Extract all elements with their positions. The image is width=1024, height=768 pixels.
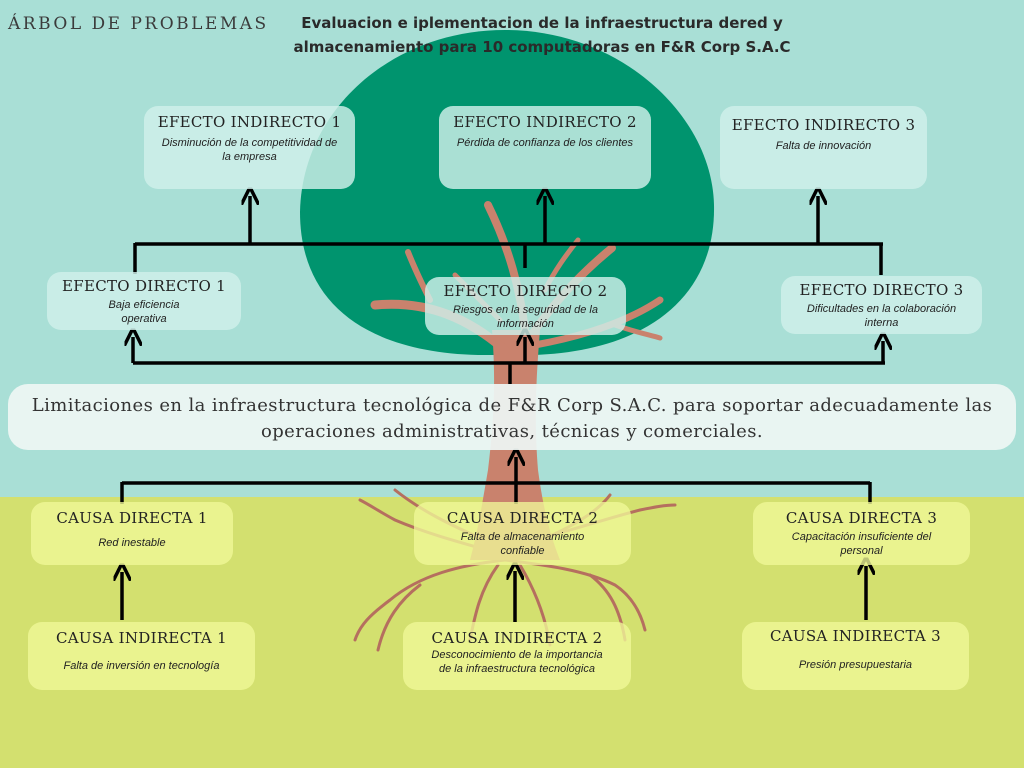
indirect-effect-title-1: EFECTO INDIRECTO 1 (157, 113, 342, 131)
direct-effect-box-2: EFECTO DIRECTO 2 Riesgos en la seguridad… (425, 277, 626, 335)
direct-effect-title-3: EFECTO DIRECTO 3 (799, 281, 964, 299)
indirect-cause-box-1: CAUSA INDIRECTA 1 Falta de inversión en … (28, 622, 255, 690)
indirect-effect-box-1: EFECTO INDIRECTO 1 Disminución de la com… (144, 106, 355, 189)
indirect-effect-text-3: Falta de innovación (775, 140, 872, 152)
direct-effect-text-2: Riesgos en la seguridad de la informació… (453, 304, 598, 330)
direct-effect-box-1: EFECTO DIRECTO 1 Baja eficiencia operati… (47, 272, 241, 330)
diagram-brand-label: ÁRBOL DE PROBLEMAS (8, 14, 269, 34)
direct-effect-title-2: EFECTO DIRECTO 2 (443, 282, 608, 300)
direct-effect-text-3: Dificultades en la colaboración interna (806, 303, 957, 329)
indirect-cause-text-2: Desconocimiento de la importancia de la … (431, 649, 603, 675)
indirect-effect-title-2: EFECTO INDIRECTO 2 (453, 113, 637, 131)
direct-effect-box-3: EFECTO DIRECTO 3 Dificultades en la cola… (781, 276, 982, 334)
page-title: Evaluacion e iplementacion de la infraes… (293, 14, 791, 56)
direct-cause-box-1: CAUSA DIRECTA 1 Red inestable (31, 502, 233, 565)
direct-cause-box-2: CAUSA DIRECTA 2 Falta de almacenamiento … (414, 502, 631, 565)
direct-cause-title-3: CAUSA DIRECTA 3 (785, 509, 938, 527)
indirect-cause-title-1: CAUSA INDIRECTA 1 (56, 629, 227, 647)
indirect-cause-text-3: Presión presupuestaria (798, 659, 913, 671)
direct-effect-title-1: EFECTO DIRECTO 1 (62, 277, 226, 295)
cause-connectors (122, 457, 870, 622)
indirect-effect-box-2: EFECTO INDIRECTO 2 Pérdida de confianza … (439, 106, 651, 189)
indirect-cause-box-3: CAUSA INDIRECTA 3 Presión presupuestaria (742, 622, 969, 690)
indirect-effect-title-3: EFECTO INDIRECTO 3 (731, 116, 916, 134)
indirect-cause-title-3: CAUSA INDIRECTA 3 (770, 627, 941, 645)
direct-cause-text-1: Red inestable (98, 537, 166, 549)
direct-cause-text-3: Capacitación insuficiente del personal (791, 531, 932, 557)
effect-connectors (133, 196, 885, 384)
indirect-cause-text-1: Falta de inversión en tecnología (63, 660, 220, 672)
direct-cause-text-2: Falta de almacenamiento confiable (460, 531, 585, 557)
indirect-cause-box-2: CAUSA INDIRECTA 2 Desconocimiento de la … (403, 622, 631, 690)
direct-cause-box-3: CAUSA DIRECTA 3 Capacitación insuficient… (753, 502, 970, 565)
direct-cause-title-1: CAUSA DIRECTA 1 (56, 509, 208, 527)
indirect-effect-box-3: EFECTO INDIRECTO 3 Falta de innovación (720, 106, 927, 189)
indirect-cause-title-2: CAUSA INDIRECTA 2 (431, 629, 603, 647)
indirect-effect-text-1: Disminución de la competitividad de la e… (161, 137, 338, 163)
central-problem: Limitaciones en la infraestructura tecno… (8, 384, 1016, 450)
direct-cause-title-2: CAUSA DIRECTA 2 (446, 509, 599, 527)
direct-effect-text-1: Baja eficiencia operativa (108, 299, 180, 325)
indirect-effect-text-2: Pérdida de confianza de los clientes (456, 137, 634, 149)
